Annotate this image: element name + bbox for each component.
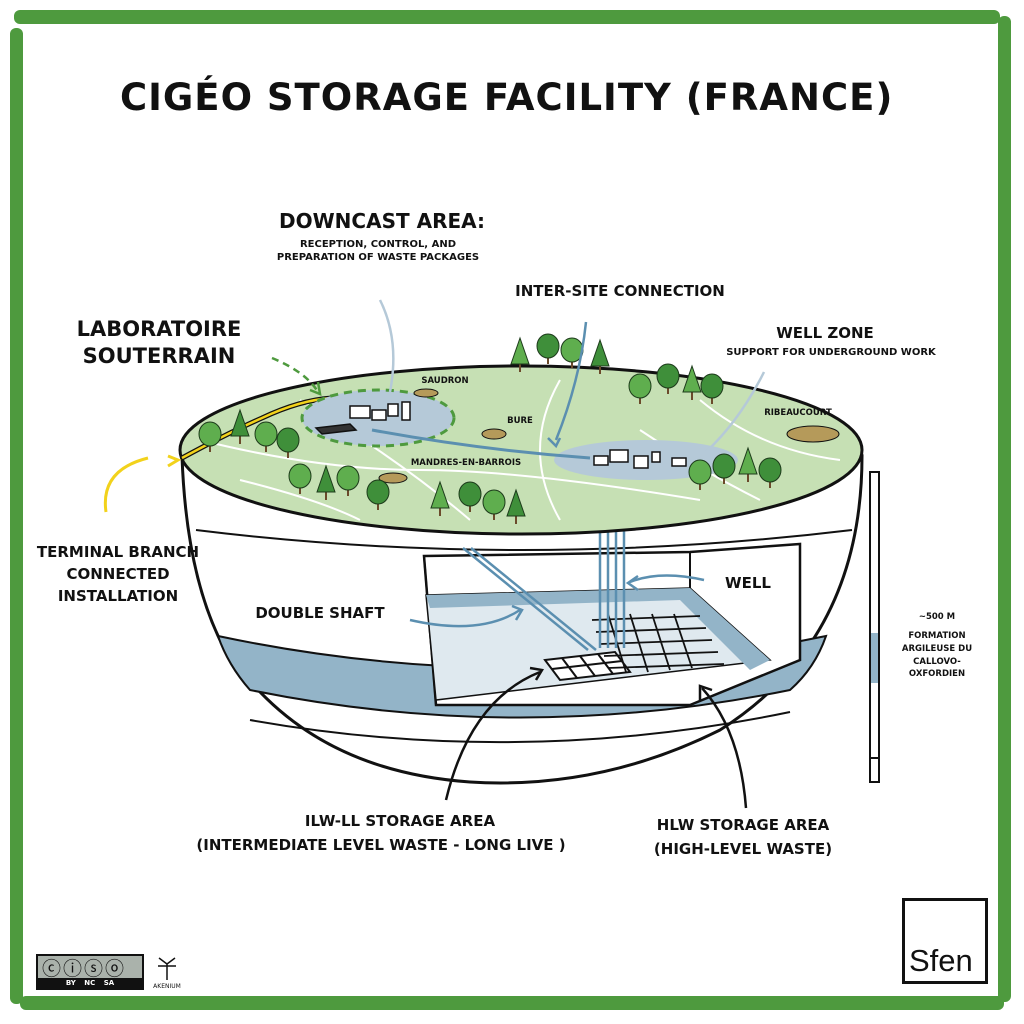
well-zone-arrow: [705, 371, 766, 453]
terminal-branch-arrow: [103, 456, 149, 513]
downcast-arrow: [378, 299, 395, 393]
frame-top-border: [14, 10, 1000, 24]
tree-crown: [628, 373, 652, 399]
ribeaucourt-label: RiBEAUCOURT: [764, 408, 832, 418]
ilw-arrow: [444, 670, 541, 801]
inter-site-link: [371, 428, 591, 460]
akenium-icon: [158, 957, 176, 980]
laboratoire-arrow: [271, 356, 320, 393]
saudron-label: SAUDRON: [421, 376, 469, 386]
tree-crown: [288, 463, 312, 489]
well-lines: [598, 515, 626, 648]
well-zone-description: SUPPORT FOR UNDERGROUND WORK: [726, 347, 936, 358]
license-text: BY NC SA: [38, 978, 142, 988]
tree-crown: [230, 408, 250, 437]
tree-crown: [430, 480, 450, 509]
double-shaft-label: DOUBLE SHAFT: [255, 604, 385, 622]
ilw-ll-description: (INTERMEDIATE LEVEL WASTE - LONG LIVE ): [196, 836, 566, 854]
frame-bottom-border: [20, 996, 1004, 1010]
tree-crown: [536, 333, 560, 359]
tree-crown: [590, 338, 610, 367]
depth-scale-bar: [869, 471, 880, 783]
tree-crown: [198, 421, 222, 447]
tree-crown: [366, 479, 390, 505]
tree-crown: [336, 465, 360, 491]
hlw-title: HLW STORAGE AREA: [656, 816, 830, 834]
tree-crown: [458, 481, 482, 507]
tree-crown: [254, 421, 278, 447]
stratum-line-1: [195, 529, 853, 551]
surface-roads: [199, 379, 841, 521]
akenium-logo: AKENIUM: [150, 954, 184, 990]
tree-clusters: [198, 333, 782, 524]
sfen-logo: Sfen: [902, 898, 988, 984]
well-zone-buildings: [593, 449, 687, 469]
laboratoire-souterrain-label: LABORATOIRE SOUTERRAIN: [76, 317, 242, 369]
double-shaft-lines: [462, 547, 597, 651]
frame-left-border: [10, 28, 23, 1004]
cc-license-badge: ⓒⓘⓢⓞ BY NC SA: [36, 954, 144, 990]
frame-right-border: [998, 16, 1011, 1002]
pointer-arrows: [103, 299, 766, 809]
tree-crown: [738, 446, 758, 475]
terminal-branch-label: TERMINAL BRANCH CONNECTED INSTALLATION: [36, 543, 200, 605]
downcast-area-title: DOWNCAST AREA:: [279, 209, 485, 233]
tree-crown: [712, 453, 736, 479]
hlw-arrow: [701, 687, 748, 809]
tree-crown: [482, 489, 506, 515]
ilw-ll-grid: [543, 650, 632, 682]
formation-label: FORMATION ARGILEUSE DU CALLOVO-OXFORDIEN: [901, 631, 973, 680]
tree-crown: [510, 336, 530, 365]
page-title: CIGÉO STORAGE FACILITY (FRANCE): [120, 76, 894, 119]
tree-crown: [700, 373, 724, 399]
depth-label: ~500 m: [918, 612, 956, 622]
bure-label: BURE: [507, 416, 533, 426]
well-zone-title: WELL ZONE: [776, 324, 874, 342]
hlw-description: (HIGH-LEVEL WASTE): [653, 840, 833, 858]
tree-crown: [758, 457, 782, 483]
well-label: WELL: [725, 574, 771, 592]
ilw-ll-title: ILW-LL STORAGE AREA: [304, 812, 496, 830]
cc-by-nc-sa-icon: ⓒⓘⓢⓞ: [42, 958, 127, 980]
double-shaft-arrow: [409, 608, 521, 628]
tree-crown: [688, 459, 712, 485]
mandres-marker: [378, 472, 408, 484]
tree-crown: [276, 427, 300, 453]
mandres-en-barrois-label: MANDRES-EN-BARROIS: [410, 458, 522, 468]
inter-site-arrow: [554, 321, 588, 441]
depth-scale-clay-section: [871, 633, 878, 683]
bure-marker: [481, 428, 507, 440]
inter-site-connection-label: INTER-SITE CONNECTION: [515, 282, 725, 300]
downcast-area-description: RECEPTION, CONTROL, AND PREPARATION OF W…: [276, 239, 480, 263]
saudron-marker: [413, 388, 439, 398]
tree-crown: [316, 464, 336, 493]
tree-crown: [682, 364, 702, 393]
tree-crown: [506, 488, 526, 517]
tree-crown: [656, 363, 680, 389]
well-arrow: [629, 574, 705, 584]
stratum-line-2: [249, 711, 791, 744]
ribeaucourt-marker: [786, 425, 840, 443]
downcast-buildings: [314, 401, 411, 435]
